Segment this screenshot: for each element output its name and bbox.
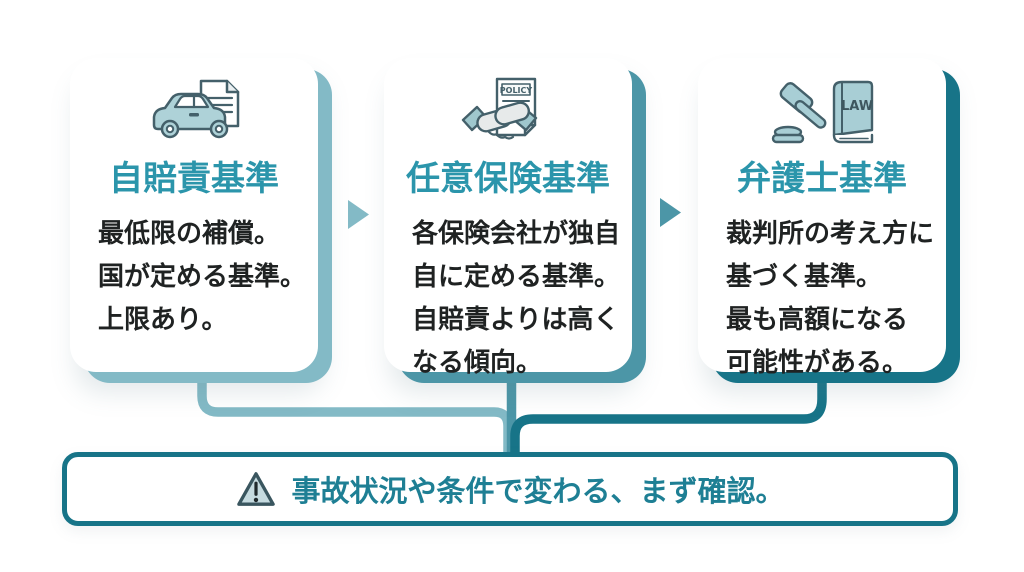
card-body: 裁判所の考え方に 基づく基準。 最も高額になる 可能性がある。 bbox=[726, 219, 935, 379]
car-document-icon bbox=[70, 76, 318, 148]
footer-note-bar: 事故状況や条件で変わる、まず確認。 bbox=[62, 452, 958, 526]
warning-icon bbox=[237, 472, 276, 506]
svg-text:LAW: LAW bbox=[841, 99, 873, 114]
card-body: 各保険会社が独自 自に定める基準。 自賠責よりは高く なる傾向。 bbox=[412, 219, 621, 379]
card-body: 最低限の補償。 国が定める基準。 上限あり。 bbox=[98, 219, 307, 336]
card-title: 自賠責基準 bbox=[109, 159, 279, 199]
gavel-lawbook-icon: LAW bbox=[698, 76, 946, 148]
connector-card3-line bbox=[510, 364, 827, 454]
arrow-right-icon-1 bbox=[348, 200, 369, 229]
card-jibaiseki-standard: 自賠責基準 最低限の補償。 国が定める基準。 上限あり。 bbox=[70, 58, 318, 372]
card-title: 任意保険基準 bbox=[406, 159, 610, 199]
card-title: 弁護士基準 bbox=[737, 159, 907, 199]
arrow-right-icon-2 bbox=[660, 198, 681, 227]
footer-note-text: 事故状況や条件で変わる、まず確認。 bbox=[291, 474, 785, 508]
svg-text:POLICY: POLICY bbox=[500, 86, 533, 95]
card-lawyer-standard: LAW 弁護士基準 裁判所の考え方に 基づく基準。 最も高額になる 可能性がある… bbox=[698, 58, 946, 378]
handshake-policy-icon: POLICY bbox=[384, 76, 632, 148]
card-voluntary-insurance-standard: POLICY 任意保険基準 各保険会社が独自 自に定める基準。 自賠責よりは高く… bbox=[384, 58, 632, 378]
